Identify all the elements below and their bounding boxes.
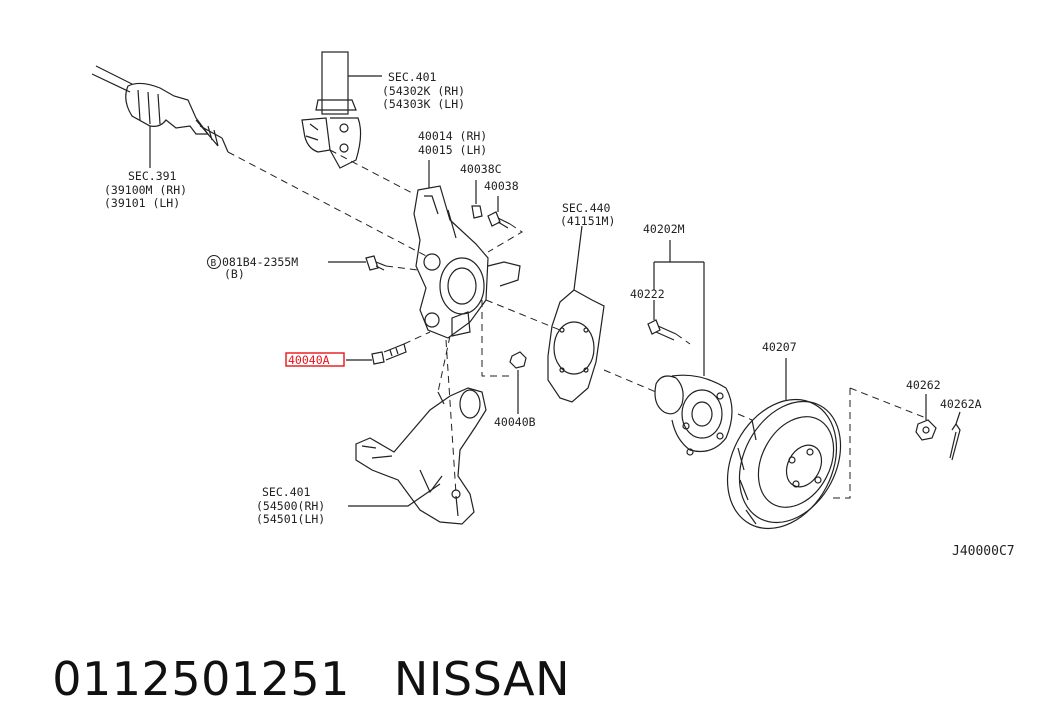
hub-bolt-40222 [647, 300, 677, 341]
label-drive-shaft-rh: (39100M (RH) [104, 183, 187, 197]
label-drive-shaft-sec: SEC.391 [128, 169, 177, 183]
lower-arm [348, 387, 487, 525]
label-baffle-part: (41151M) [560, 214, 615, 228]
label-drive-shaft-lh: (39101 (LH) [104, 196, 180, 210]
label-40222: 40222 [630, 287, 665, 301]
label-40262: 40262 [906, 378, 941, 392]
label-lower-arm-rh: (54500(RH) [256, 499, 325, 513]
label-081b4-circle-text: B [211, 258, 217, 269]
label-baffle-sec: SEC.440 [562, 201, 611, 215]
label-081b4-circle [207, 255, 221, 269]
label-strut-sec: SEC.401 [388, 70, 437, 84]
baffle-plate [547, 225, 605, 403]
nut-40262 [915, 394, 937, 441]
part-number: 0112501251 [52, 652, 350, 706]
label-40202m: 40202M [643, 222, 685, 236]
label-40040b: 40040B [494, 415, 536, 429]
label-081b4-b: (B) [224, 267, 245, 281]
hub-assembly [653, 240, 733, 456]
label-40262a: 40262A [940, 397, 982, 411]
bolt-40040a [346, 343, 407, 365]
label-40040a: 40040A [288, 353, 330, 367]
label-lower-arm-lh: (54501(LH) [256, 512, 325, 526]
label-40038c: 40038C [460, 162, 502, 176]
nut-40040b [509, 351, 527, 414]
bolt-081b4 [328, 255, 387, 271]
highlight-box [285, 352, 345, 367]
parts-diagram: SEC.391 (39100M (RH) (39101 (LH) SEC.401… [91, 51, 1015, 559]
label-knuckle-rh: 40014 (RH) [418, 129, 487, 143]
label-strut-rh: (54302K (RH) [382, 84, 465, 98]
footer: 0112501251 NISSAN [22, 598, 614, 706]
label-40207: 40207 [762, 340, 797, 354]
label-081b4: 081B4-2355M [222, 255, 298, 269]
label-knuckle-lh: 40015 (LH) [418, 143, 487, 157]
brake-rotor [726, 358, 842, 530]
drive-shaft [91, 65, 229, 168]
label-strut-lh: (54303K (LH) [382, 97, 465, 111]
steering-knuckle [413, 160, 521, 339]
brand-name: NISSAN [393, 652, 571, 706]
strut [301, 51, 382, 169]
label-lower-arm-sec: SEC.401 [262, 485, 311, 499]
bolt-40038c [471, 180, 483, 219]
label-40038: 40038 [484, 179, 519, 193]
bolt-40038 [487, 196, 511, 229]
diagram-code: J40000C7 [952, 544, 1015, 559]
assembly-lines [227, 149, 927, 499]
pin-40262a [949, 411, 961, 461]
